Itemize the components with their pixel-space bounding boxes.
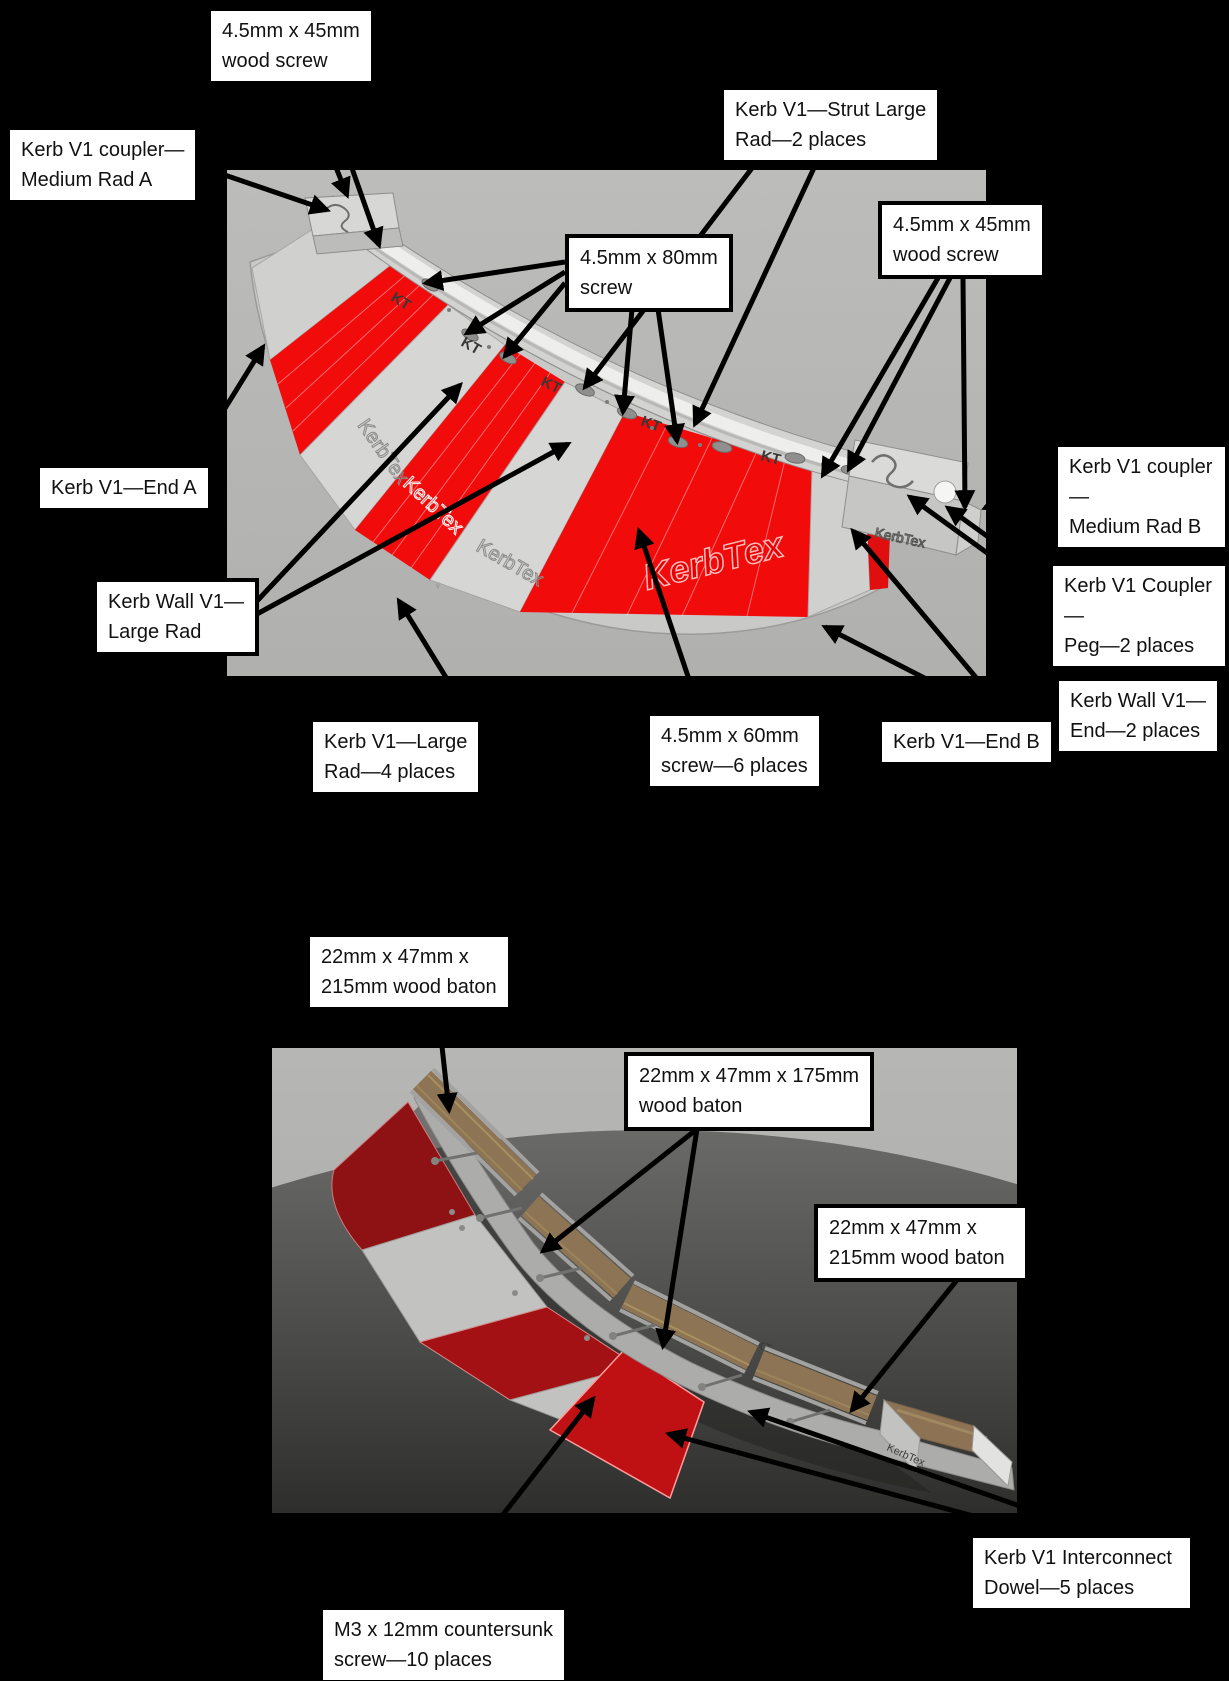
wall-screw-holes bbox=[449, 1209, 590, 1341]
callout-end-a: Kerb V1—End A bbox=[36, 464, 212, 512]
callout-coupler-medium-rad-a: Kerb V1 coupler— Medium Rad A bbox=[6, 126, 200, 204]
coupler-medium-rad-a-block bbox=[304, 192, 404, 255]
callout-wall-end: Kerb Wall V1— End—2 places bbox=[1055, 677, 1221, 755]
callout-coupler-peg: Kerb V1 Coupler— Peg—2 places bbox=[1049, 562, 1229, 670]
coupler-peg bbox=[933, 480, 957, 504]
screw-heads bbox=[431, 1157, 794, 1426]
callout-interconnect-dowel: Kerb V1 Interconnect Dowel—5 places bbox=[969, 1534, 1194, 1612]
callout-baton-215-right: 22mm x 47mm x 215mm wood baton bbox=[814, 1204, 1029, 1282]
callout-screw-80: 4.5mm x 80mm screw bbox=[565, 234, 733, 312]
callout-wood-screw-45-top: 4.5mm x 45mm wood screw bbox=[207, 7, 375, 85]
annotation-arrow bbox=[981, 474, 1055, 511]
svg-text:KT: KT bbox=[759, 447, 783, 468]
callout-m3-countersunk: M3 x 12mm countersunk screw—10 places bbox=[319, 1606, 568, 1681]
callout-wall-large-rad: Kerb Wall V1— Large Rad bbox=[93, 578, 259, 656]
callout-coupler-medium-rad-b: Kerb V1 coupler— Medium Rad B bbox=[1054, 443, 1229, 551]
callout-baton-175: 22mm x 47mm x 175mm wood baton bbox=[624, 1052, 875, 1131]
callout-screw-60: 4.5mm x 60mm screw—6 places bbox=[646, 712, 823, 790]
callout-large-rad-4: Kerb V1—Large Rad—4 places bbox=[309, 718, 483, 796]
callout-strut-large-rad: Kerb V1—Strut Large Rad—2 places bbox=[720, 86, 942, 164]
callout-end-b: Kerb V1—End B bbox=[878, 718, 1055, 766]
wall-segment-red-large bbox=[520, 412, 812, 617]
callout-baton-215-top: 22mm x 47mm x 215mm wood baton bbox=[306, 933, 512, 1011]
callout-wood-screw-45-right: 4.5mm x 45mm wood screw bbox=[878, 201, 1046, 279]
